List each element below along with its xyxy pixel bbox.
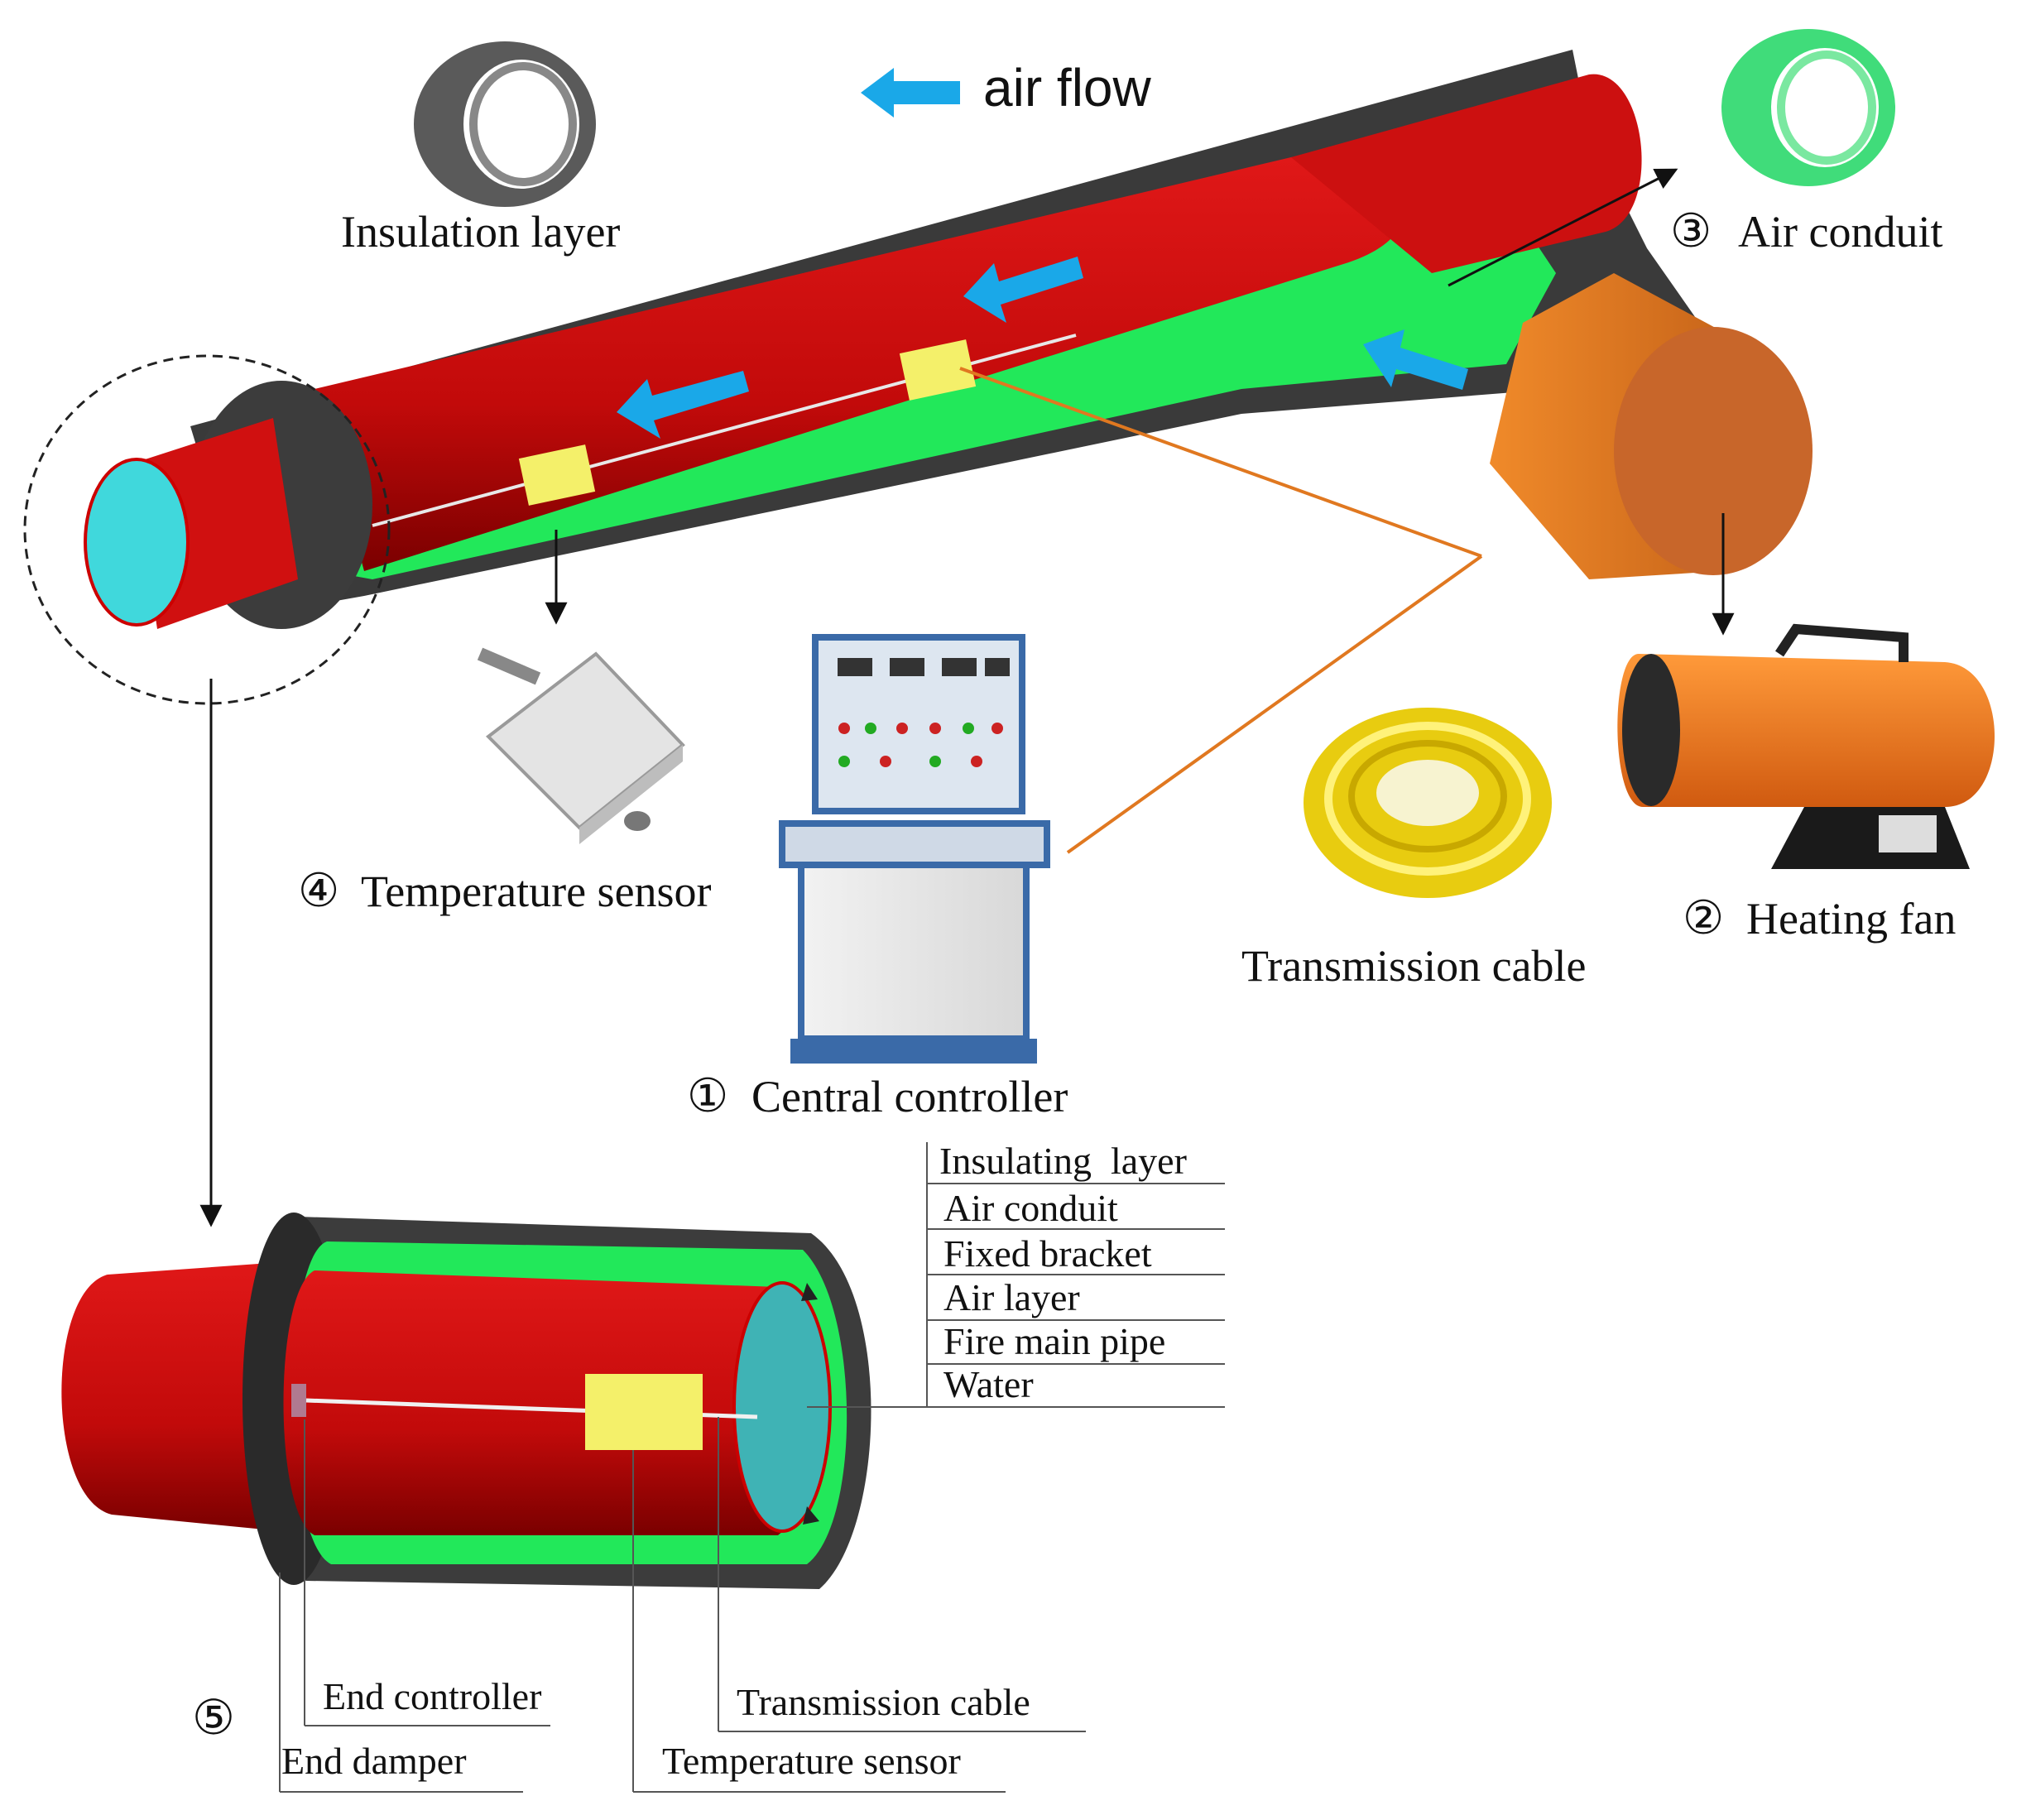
air-conduit-icon bbox=[1721, 29, 1895, 186]
section-layer-labels: Insulating layer Air conduit Fixed brack… bbox=[807, 1140, 1225, 1408]
airflow-arrow-1 bbox=[617, 371, 749, 439]
section-temperature-sensor-label: Temperature sensor bbox=[662, 1740, 961, 1782]
fire-main-pipe-branch bbox=[1291, 74, 1642, 274]
temperature-sensor-label: Temperature sensor bbox=[361, 867, 712, 916]
cable-to-sensor bbox=[959, 367, 1482, 558]
section-fixed-bracket-bottom bbox=[803, 1506, 819, 1525]
central-controller-number: ① bbox=[687, 1071, 728, 1122]
air-conduit-label: Air conduit bbox=[1738, 207, 1942, 257]
layer-label-fixed-bracket: Fixed bracket bbox=[943, 1232, 1152, 1275]
insulation-layer-icon bbox=[414, 41, 596, 207]
airflow-arrow-3 bbox=[1363, 329, 1468, 390]
central-controller-label: Central controller bbox=[751, 1072, 1068, 1121]
airflow-legend-arrow bbox=[861, 68, 960, 118]
fan-duct-face bbox=[1614, 327, 1813, 575]
section-bottom-labels: ⑤ End controller End damper Transmission… bbox=[192, 1417, 1086, 1793]
insulation-layer-label: Insulation layer bbox=[341, 207, 620, 257]
layer-label-insulating: Insulating layer bbox=[939, 1140, 1187, 1182]
end-damper-label: End damper bbox=[281, 1740, 467, 1782]
sensor-block-left bbox=[518, 444, 596, 506]
airflow-label: air flow bbox=[983, 58, 1152, 118]
central-controller-cable bbox=[1066, 555, 1483, 854]
air-conduit-pointer bbox=[1448, 168, 1678, 287]
central-controller-icon bbox=[779, 634, 1050, 1064]
air-conduit-number: ③ bbox=[1670, 206, 1712, 257]
section-transmission-cable-label: Transmission cable bbox=[737, 1681, 1030, 1723]
heating-fan-label: Heating fan bbox=[1746, 894, 1956, 944]
airflow-legend: air flow bbox=[861, 58, 1152, 118]
transmission-cable-label: Transmission cable bbox=[1241, 941, 1587, 991]
main-pipe-assembly bbox=[23, 50, 1813, 705]
transmission-cable-icon bbox=[1304, 708, 1552, 898]
end-controller-label: End controller bbox=[323, 1675, 541, 1717]
water-face bbox=[84, 458, 190, 627]
layer-label-air-conduit: Air conduit bbox=[943, 1187, 1118, 1229]
temperature-sensor-number: ④ bbox=[298, 866, 339, 917]
section-pipe-protrusion bbox=[61, 1262, 282, 1531]
heating-fan-icon bbox=[1617, 623, 1995, 869]
sensor-block-right bbox=[899, 339, 977, 401]
section-sensor bbox=[585, 1374, 703, 1450]
cross-section-detail bbox=[61, 1213, 871, 1589]
section-fixed-bracket-top bbox=[801, 1283, 818, 1301]
section-end-damper bbox=[291, 1384, 306, 1417]
airflow-arrow-2 bbox=[963, 257, 1083, 323]
layer-label-fire-main-pipe: Fire main pipe bbox=[943, 1320, 1165, 1362]
heating-fan-number: ② bbox=[1683, 893, 1724, 944]
section-fire-main-pipe bbox=[283, 1270, 822, 1535]
section-number: ⑤ bbox=[192, 1691, 235, 1745]
layer-label-air-layer: Air layer bbox=[943, 1276, 1080, 1318]
detail-callout-circle bbox=[23, 354, 391, 705]
layer-label-water: Water bbox=[943, 1363, 1034, 1405]
temperature-sensor-icon bbox=[477, 647, 685, 844]
